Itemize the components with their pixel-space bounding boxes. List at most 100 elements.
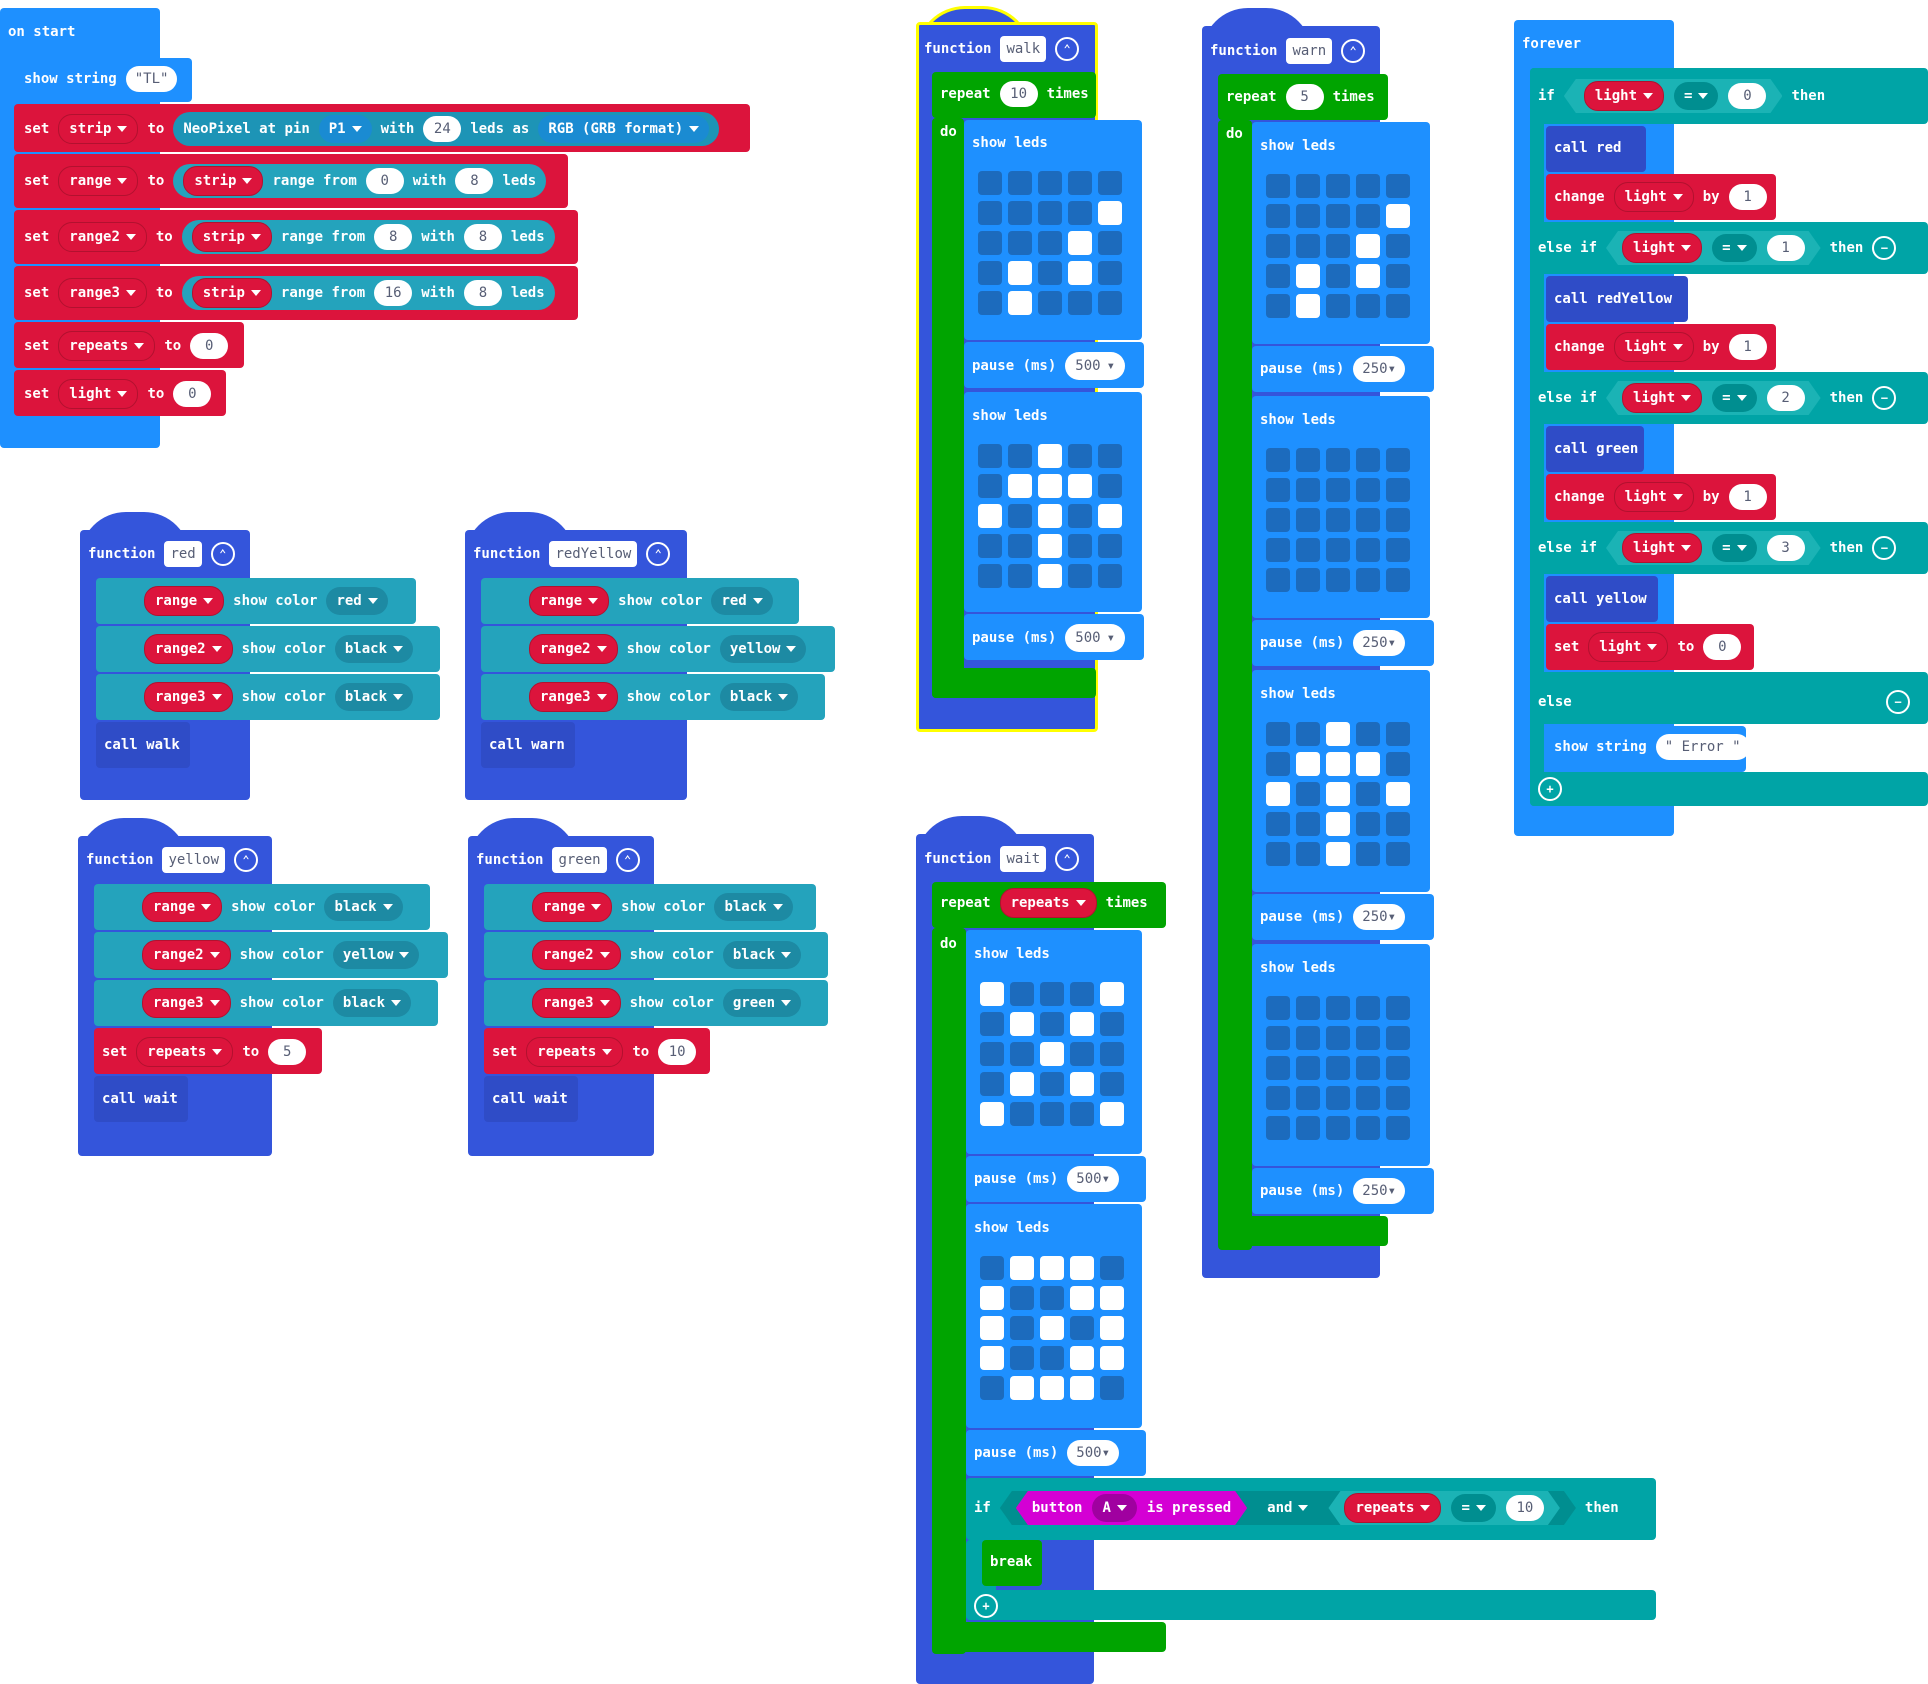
led-cell[interactable] [1040, 1012, 1064, 1036]
led-cell[interactable] [1356, 782, 1380, 806]
led-cell[interactable] [1386, 448, 1410, 472]
remove-icon[interactable]: − [1872, 386, 1897, 410]
led-cell[interactable] [1008, 231, 1032, 255]
led-cell[interactable] [1266, 264, 1290, 288]
led-cell[interactable] [1326, 812, 1350, 836]
led-cell[interactable] [1296, 1086, 1320, 1110]
led-cell[interactable] [1010, 1072, 1034, 1096]
led-cell[interactable] [1386, 1026, 1410, 1050]
led-grid[interactable] [978, 171, 1122, 315]
led-cell[interactable] [978, 444, 1002, 468]
led-cell[interactable] [980, 1346, 1004, 1370]
led-cell[interactable] [1386, 204, 1410, 228]
led-cell[interactable] [1008, 171, 1032, 195]
led-cell[interactable] [1266, 812, 1290, 836]
led-cell[interactable] [1098, 534, 1122, 558]
led-cell[interactable] [1356, 294, 1380, 318]
led-grid[interactable] [1266, 174, 1410, 318]
led-cell[interactable] [1386, 568, 1410, 592]
collapse-icon[interactable]: ⌃ [615, 848, 640, 872]
var-strip-dropdown[interactable]: strip [58, 114, 139, 144]
led-cell[interactable] [1008, 504, 1032, 528]
led-cell[interactable] [1040, 1346, 1064, 1370]
led-cell[interactable] [1296, 1116, 1320, 1140]
led-cell[interactable] [1356, 448, 1380, 472]
led-cell[interactable] [1356, 842, 1380, 866]
led-cell[interactable] [1098, 231, 1122, 255]
led-cell[interactable] [1326, 264, 1350, 288]
led-cell[interactable] [1326, 782, 1350, 806]
led-cell[interactable] [1100, 1012, 1124, 1036]
led-cell[interactable] [978, 201, 1002, 225]
remove-icon[interactable]: − [1886, 690, 1910, 714]
led-cell[interactable] [1098, 261, 1122, 285]
led-cell[interactable] [978, 171, 1002, 195]
led-cell[interactable] [1356, 174, 1380, 198]
led-cell[interactable] [1266, 478, 1290, 502]
add-icon[interactable]: + [974, 1594, 998, 1618]
led-cell[interactable] [1386, 752, 1410, 776]
led-cell[interactable] [1356, 752, 1380, 776]
pin-dropdown[interactable]: P1 [318, 115, 372, 143]
led-cell[interactable] [1386, 538, 1410, 562]
led-cell[interactable] [980, 1072, 1004, 1096]
led-cell[interactable] [1296, 538, 1320, 562]
led-cell[interactable] [1010, 982, 1034, 1006]
led-cell[interactable] [978, 474, 1002, 498]
collapse-icon[interactable]: ⌃ [234, 848, 259, 872]
led-cell[interactable] [980, 982, 1004, 1006]
led-cell[interactable] [1356, 538, 1380, 562]
led-cell[interactable] [1070, 1102, 1094, 1126]
led-cell[interactable] [1386, 508, 1410, 532]
format-dropdown[interactable]: RGB (GRB format) [538, 115, 710, 143]
led-cell[interactable] [1038, 474, 1062, 498]
led-cell[interactable] [980, 1012, 1004, 1036]
led-cell[interactable] [1010, 1286, 1034, 1310]
led-cell[interactable] [1326, 538, 1350, 562]
led-cell[interactable] [1326, 568, 1350, 592]
led-cell[interactable] [1386, 1086, 1410, 1110]
remove-icon[interactable]: − [1872, 236, 1897, 260]
led-cell[interactable] [1070, 1042, 1094, 1066]
remove-icon[interactable]: − [1872, 536, 1897, 560]
led-cell[interactable] [1068, 504, 1092, 528]
led-cell[interactable] [1098, 201, 1122, 225]
led-cell[interactable] [1068, 474, 1092, 498]
led-cell[interactable] [1266, 204, 1290, 228]
led-cell[interactable] [1296, 1056, 1320, 1080]
led-cell[interactable] [980, 1042, 1004, 1066]
led-cell[interactable] [1040, 1102, 1064, 1126]
led-cell[interactable] [1068, 231, 1092, 255]
led-cell[interactable] [1266, 722, 1290, 746]
led-cell[interactable] [1296, 842, 1320, 866]
led-cell[interactable] [1100, 1102, 1124, 1126]
led-cell[interactable] [1100, 1072, 1124, 1096]
led-grid[interactable] [978, 444, 1122, 588]
led-cell[interactable] [1386, 842, 1410, 866]
led-cell[interactable] [1098, 564, 1122, 588]
led-cell[interactable] [1386, 1116, 1410, 1140]
led-cell[interactable] [1068, 201, 1092, 225]
led-cell[interactable] [1098, 171, 1122, 195]
led-cell[interactable] [1070, 1346, 1094, 1370]
collapse-icon[interactable]: ⌃ [1055, 847, 1080, 871]
led-cell[interactable] [1356, 1056, 1380, 1080]
led-cell[interactable] [1296, 448, 1320, 472]
led-cell[interactable] [978, 564, 1002, 588]
led-cell[interactable] [1356, 508, 1380, 532]
led-cell[interactable] [1266, 508, 1290, 532]
led-cell[interactable] [1296, 996, 1320, 1020]
led-cell[interactable] [1266, 996, 1290, 1020]
led-cell[interactable] [1010, 1102, 1034, 1126]
led-cell[interactable] [1386, 174, 1410, 198]
led-cell[interactable] [1326, 1056, 1350, 1080]
led-grid[interactable] [1266, 722, 1410, 866]
led-cell[interactable] [1386, 294, 1410, 318]
led-cell[interactable] [1038, 504, 1062, 528]
led-cell[interactable] [1326, 448, 1350, 472]
led-cell[interactable] [1040, 1256, 1064, 1280]
collapse-icon[interactable]: ⌃ [210, 542, 235, 566]
led-cell[interactable] [1070, 1376, 1094, 1400]
led-cell[interactable] [1266, 1026, 1290, 1050]
led-cell[interactable] [1386, 234, 1410, 258]
